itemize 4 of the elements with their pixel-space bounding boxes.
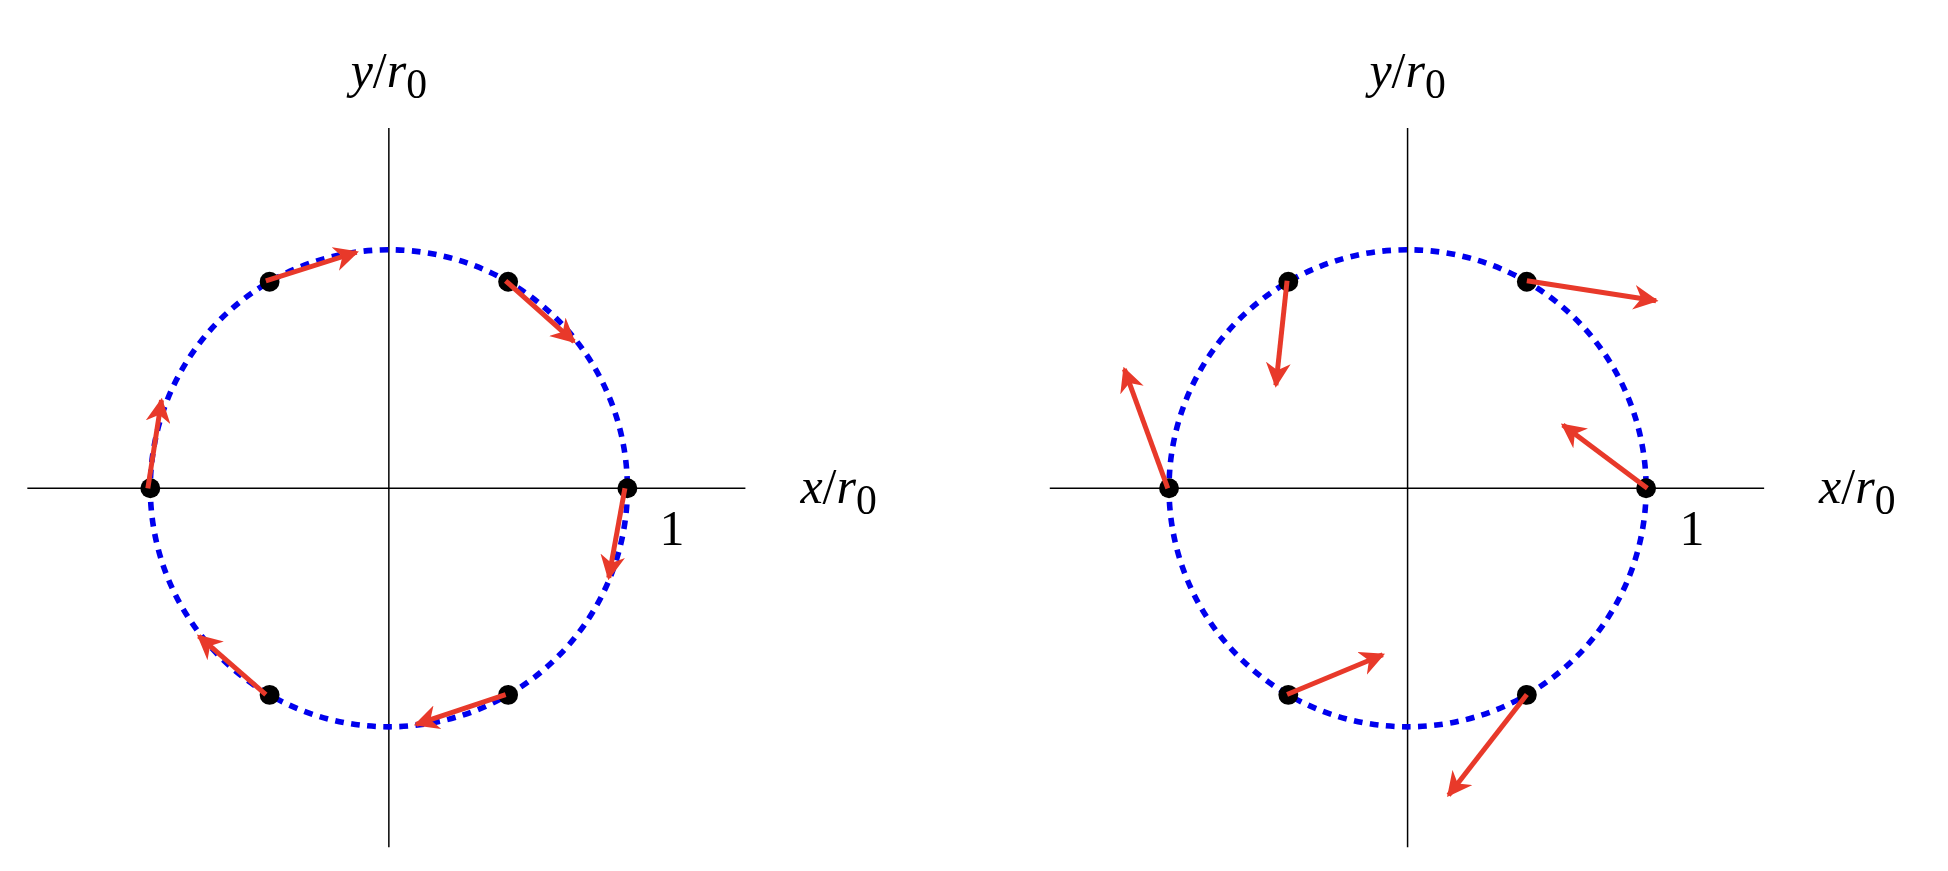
tick-label: 1 [1679, 503, 1705, 553]
axis-label: x/r$_{0}$ [1819, 460, 1896, 522]
axis-label: x/r$_{0}$ [800, 460, 877, 522]
tick-label: 1 [659, 503, 685, 553]
